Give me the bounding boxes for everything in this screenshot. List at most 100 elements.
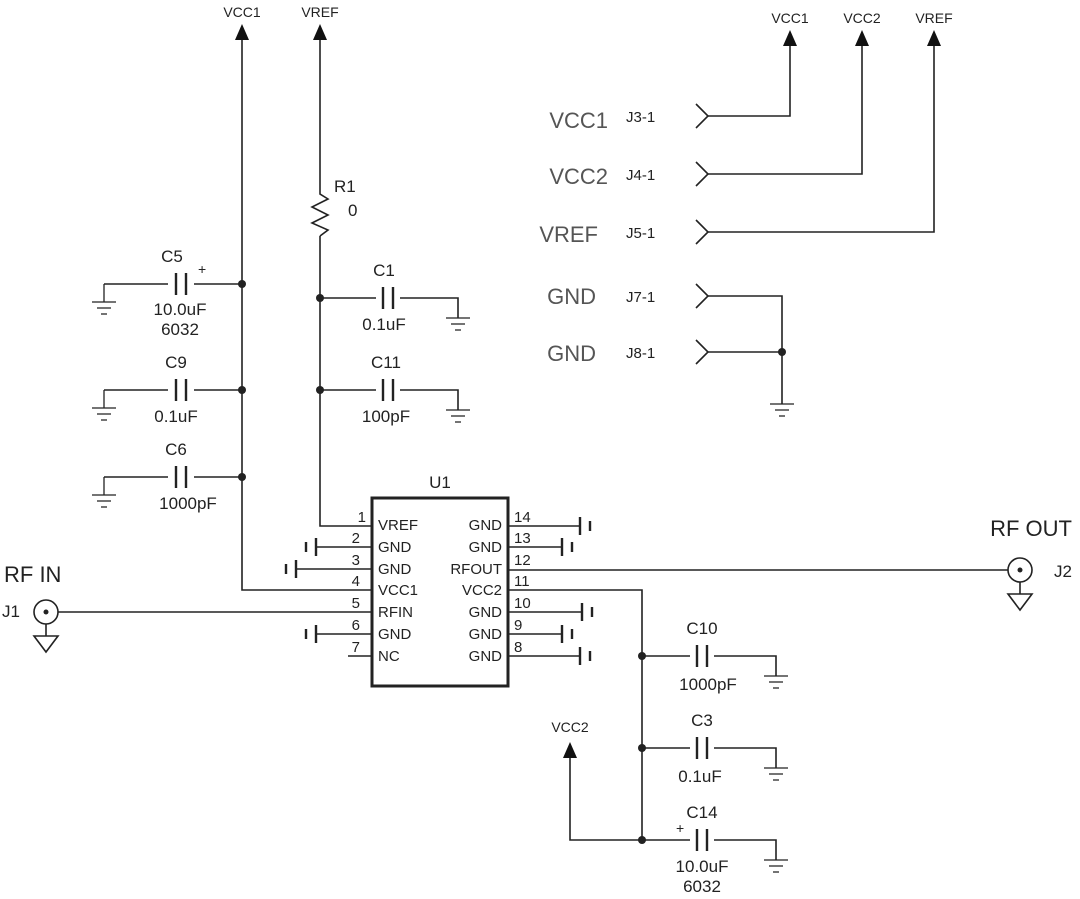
svg-text:R1: R1 bbox=[334, 177, 356, 196]
svg-text:VCC1: VCC1 bbox=[223, 4, 261, 20]
svg-text:RFIN: RFIN bbox=[378, 604, 413, 621]
net-labels: VCC1 VREF VCC1 VCC2 VREF VCC2 bbox=[223, 4, 952, 735]
svg-text:+: + bbox=[198, 261, 206, 277]
rf-labels: RF IN J1 RF OUT J2 bbox=[2, 516, 1072, 621]
svg-text:J5-1: J5-1 bbox=[626, 225, 655, 242]
svg-text:VCC2: VCC2 bbox=[843, 10, 881, 26]
svg-text:VCC2: VCC2 bbox=[551, 719, 589, 735]
vcc1-arrow-icon bbox=[235, 24, 249, 40]
svg-text:6: 6 bbox=[352, 617, 360, 634]
svg-text:6032: 6032 bbox=[683, 877, 721, 896]
ground-icon bbox=[92, 390, 116, 421]
svg-text:VCC1: VCC1 bbox=[549, 108, 608, 133]
ground-icon bbox=[92, 477, 116, 508]
connector-chevron-icon bbox=[695, 161, 710, 187]
svg-text:100pF: 100pF bbox=[362, 407, 410, 426]
component-labels: R1 0 C1 0.1uF C11 100pF C5 + 10.0uF 6032… bbox=[154, 177, 737, 896]
capacitor-icon bbox=[695, 645, 709, 667]
svg-text:10: 10 bbox=[514, 595, 531, 612]
svg-text:J7-1: J7-1 bbox=[626, 289, 655, 306]
svg-text:4: 4 bbox=[352, 573, 360, 590]
svg-text:11: 11 bbox=[514, 573, 530, 590]
svg-text:VREF: VREF bbox=[378, 517, 418, 534]
svg-text:6032: 6032 bbox=[161, 320, 199, 339]
svg-text:J1: J1 bbox=[2, 602, 20, 621]
svg-text:GND: GND bbox=[378, 561, 412, 578]
svg-text:GND: GND bbox=[469, 648, 503, 665]
svg-text:10.0uF: 10.0uF bbox=[676, 857, 729, 876]
ground-icon bbox=[92, 284, 116, 315]
chip-ref: U1 bbox=[429, 473, 451, 492]
svg-text:2: 2 bbox=[352, 530, 360, 547]
svg-text:C1: C1 bbox=[373, 261, 395, 280]
ground-icon bbox=[446, 409, 470, 423]
svg-text:3: 3 bbox=[352, 552, 360, 569]
svg-text:14: 14 bbox=[514, 509, 531, 526]
vcc2-arrow-icon bbox=[855, 30, 869, 46]
chip-right-pins: 14 GND 13 GND 12 RFOUT 11 VCC2 10 GND 9 … bbox=[450, 509, 530, 665]
svg-text:5: 5 bbox=[352, 595, 360, 612]
svg-text:7: 7 bbox=[352, 639, 360, 656]
svg-text:0: 0 bbox=[348, 201, 357, 220]
vcc1-arrow-icon bbox=[783, 30, 797, 46]
svg-text:10.0uF: 10.0uF bbox=[154, 300, 207, 319]
svg-text:VREF: VREF bbox=[915, 10, 952, 26]
svg-text:C9: C9 bbox=[165, 353, 187, 372]
svg-text:C6: C6 bbox=[165, 440, 187, 459]
svg-text:C5: C5 bbox=[161, 247, 183, 266]
wires bbox=[58, 38, 1008, 860]
connector-chevron-icon bbox=[695, 103, 710, 129]
ground-icon bbox=[770, 403, 794, 417]
rf-out-connector-icon bbox=[1006, 557, 1034, 612]
connector-chevron-icon bbox=[695, 339, 710, 365]
svg-text:VCC2: VCC2 bbox=[549, 164, 608, 189]
connector-chevron-icon bbox=[695, 283, 710, 309]
svg-text:GND: GND bbox=[547, 284, 596, 309]
svg-text:RF IN: RF IN bbox=[4, 562, 61, 587]
junctions bbox=[238, 280, 786, 844]
svg-text:GND: GND bbox=[469, 604, 503, 621]
svg-text:1000pF: 1000pF bbox=[679, 675, 737, 694]
svg-text:GND: GND bbox=[469, 626, 503, 643]
svg-text:J8-1: J8-1 bbox=[626, 345, 655, 362]
capacitor-icon bbox=[695, 829, 709, 851]
ground-icon bbox=[764, 675, 788, 689]
svg-text:1: 1 bbox=[358, 509, 366, 526]
capacitor-icon bbox=[695, 737, 709, 759]
svg-text:C14: C14 bbox=[686, 803, 717, 822]
svg-text:C3: C3 bbox=[691, 711, 713, 730]
svg-text:9: 9 bbox=[514, 617, 522, 634]
svg-text:GND: GND bbox=[469, 539, 503, 556]
svg-text:C10: C10 bbox=[686, 619, 717, 638]
svg-text:VREF: VREF bbox=[539, 222, 598, 247]
ground-icon bbox=[764, 767, 788, 781]
svg-text:GND: GND bbox=[547, 341, 596, 366]
svg-text:VCC2: VCC2 bbox=[462, 582, 502, 599]
svg-text:12: 12 bbox=[514, 552, 531, 569]
vcc2-arrow-icon bbox=[563, 742, 577, 758]
svg-text:J2: J2 bbox=[1054, 562, 1072, 581]
svg-text:RF OUT: RF OUT bbox=[990, 516, 1072, 541]
svg-text:13: 13 bbox=[514, 530, 531, 547]
chip-body bbox=[370, 496, 510, 688]
capacitor-icon bbox=[174, 379, 188, 401]
capacitor-icon bbox=[174, 466, 188, 488]
capacitor-icon bbox=[174, 273, 188, 295]
svg-text:NC: NC bbox=[378, 648, 400, 665]
svg-text:GND: GND bbox=[378, 539, 412, 556]
svg-text:GND: GND bbox=[378, 626, 412, 643]
connector-chevron-icon bbox=[695, 219, 710, 245]
vref-arrow-icon bbox=[313, 24, 327, 40]
svg-text:GND: GND bbox=[469, 517, 503, 534]
svg-text:C11: C11 bbox=[371, 353, 401, 372]
svg-text:8: 8 bbox=[514, 639, 522, 656]
vref-arrow-icon bbox=[927, 30, 941, 46]
svg-text:+: + bbox=[676, 820, 684, 836]
svg-text:1000pF: 1000pF bbox=[159, 494, 217, 513]
svg-text:VREF: VREF bbox=[301, 4, 338, 20]
ground-icon bbox=[446, 317, 470, 331]
svg-text:0.1uF: 0.1uF bbox=[678, 767, 721, 786]
capacitor-icon bbox=[381, 287, 395, 309]
svg-text:VCC1: VCC1 bbox=[771, 10, 809, 26]
